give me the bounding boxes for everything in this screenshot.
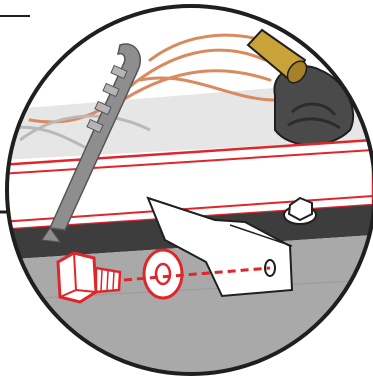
floor-panel: [0, 235, 373, 377]
washer-icon: [144, 250, 182, 298]
